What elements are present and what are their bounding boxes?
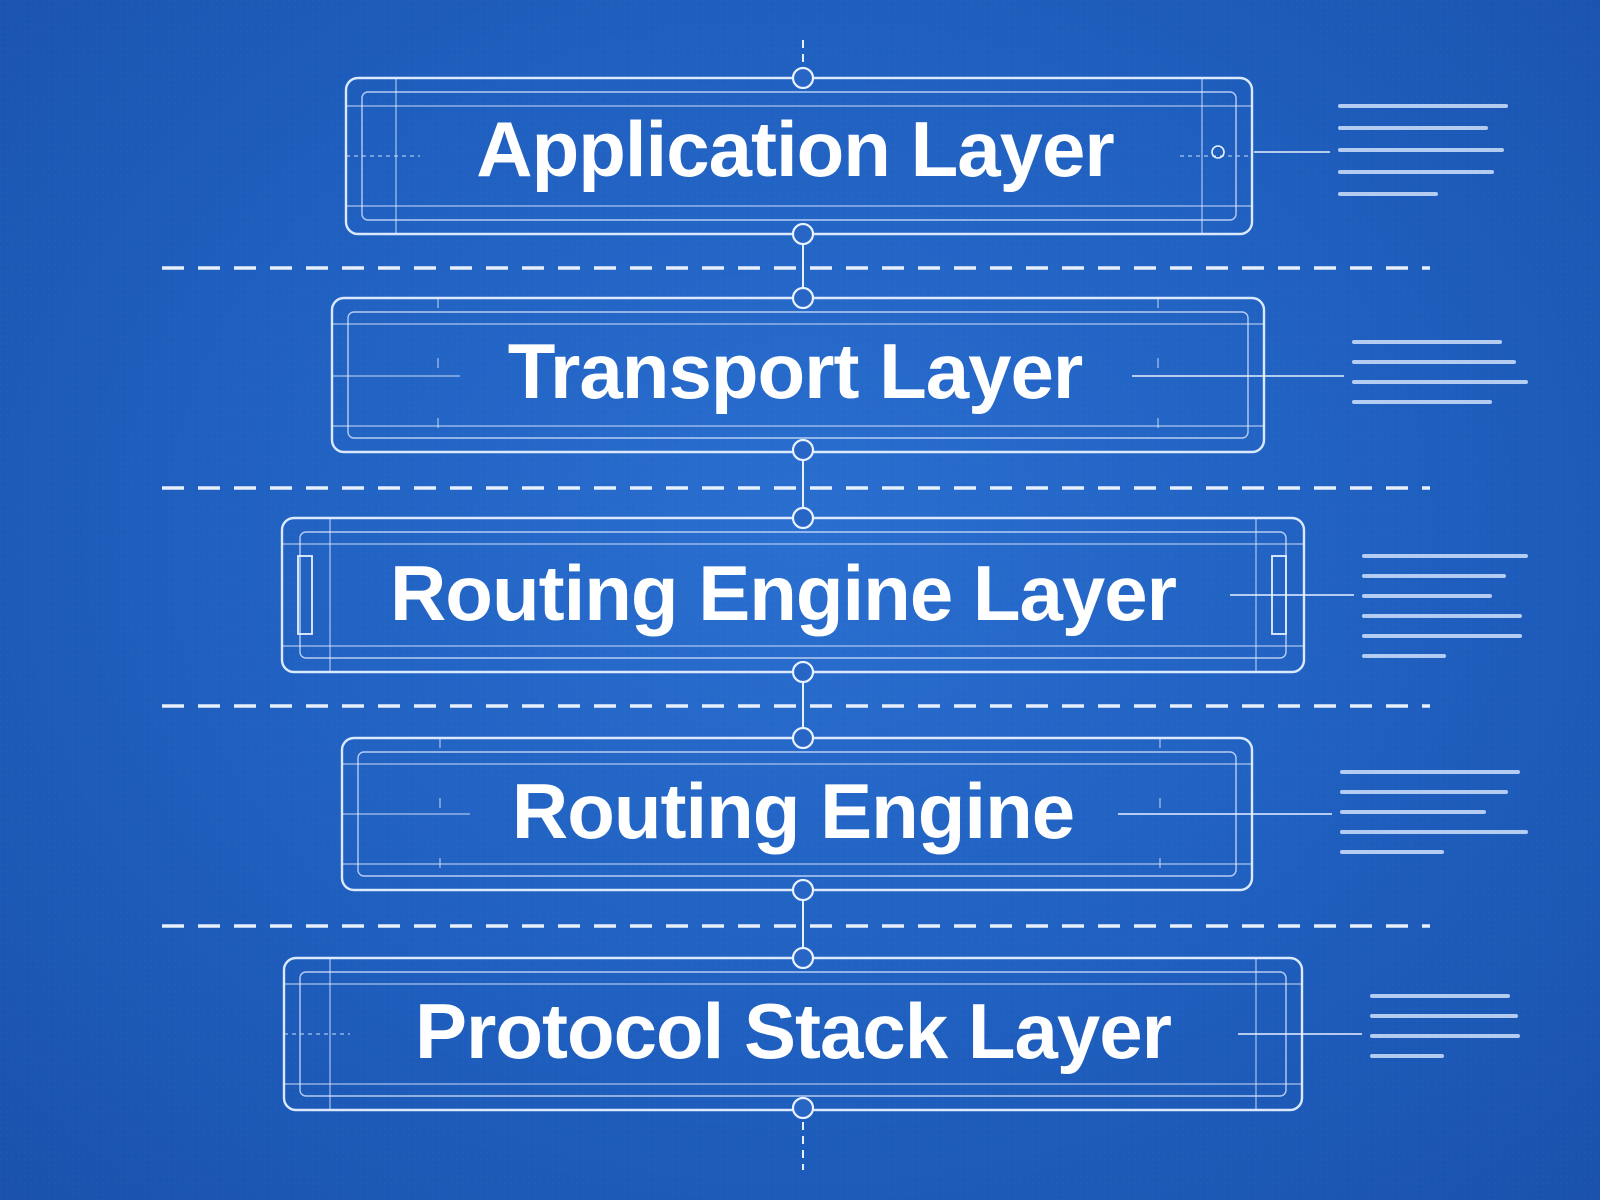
layer-label: Protocol Stack Layer [415,987,1172,1075]
layer-label: Routing Engine [512,767,1074,855]
annotation-note [1340,770,1528,854]
layer-label: Transport Layer [508,327,1083,415]
layer-label: Application Layer [476,105,1114,193]
annotation-note [1338,104,1508,196]
layer-routing-engine: Routing Engine [340,726,1528,902]
layer-protocol-stack: Protocol Stack Layer [282,946,1520,1120]
annotation-note [1362,554,1528,658]
annotation-note [1370,994,1520,1058]
annotation-note [1352,340,1528,404]
layer-label: Routing Engine Layer [390,549,1177,637]
layer-routing-engine-layer: Routing Engine Layer [280,506,1528,684]
layer-transport: Transport Layer [330,286,1528,462]
layer-application: Application Layer [344,66,1508,246]
